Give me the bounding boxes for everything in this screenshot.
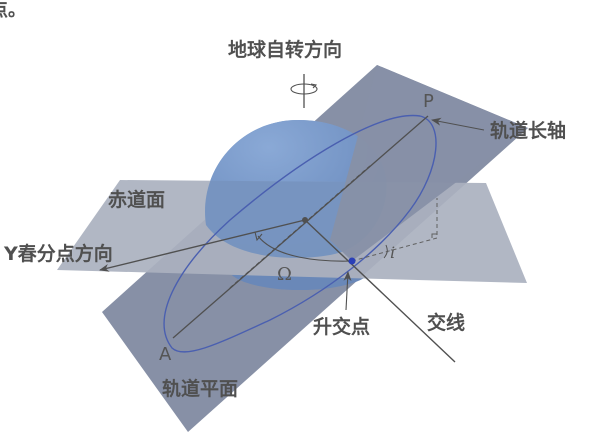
ascending-node-dot (348, 257, 356, 265)
line-of-nodes-label: 交线 (427, 311, 465, 334)
inclination-construction (351, 198, 438, 262)
major-axis-pointer (431, 117, 485, 131)
ascending-node-pointer (343, 271, 352, 311)
equatorial-plane-label: 赤道面 (108, 188, 165, 211)
orbital-plane-front (330, 65, 528, 261)
inclination-symbol: i (390, 243, 395, 262)
vernal-equinox-arrow (99, 219, 306, 272)
major-axis-label: 轨道长轴 (490, 119, 566, 142)
apogee-label: A (159, 344, 172, 365)
raan-symbol: Ω (277, 264, 292, 285)
earth-upper (205, 120, 387, 183)
vernal-equinox-label: Y春分点方向 (3, 242, 113, 265)
raan-arc (257, 235, 353, 262)
line-of-nodes (304, 219, 456, 363)
major-axis-hidden (229, 165, 371, 289)
earth-center-dot (302, 217, 308, 223)
rotation-direction-label: 地球自转方向 (228, 38, 342, 61)
earth-lower (228, 270, 372, 290)
perigee-label: P (423, 91, 434, 112)
inclination-arc (383, 244, 388, 259)
rotation-arrow-icon (290, 83, 318, 95)
orbital-plane-label: 轨道平面 (162, 377, 238, 400)
ascending-node-label: 升交点 (313, 315, 370, 338)
header-partial-text: 点。 (0, 0, 26, 21)
orbit-ellipse (163, 114, 437, 353)
